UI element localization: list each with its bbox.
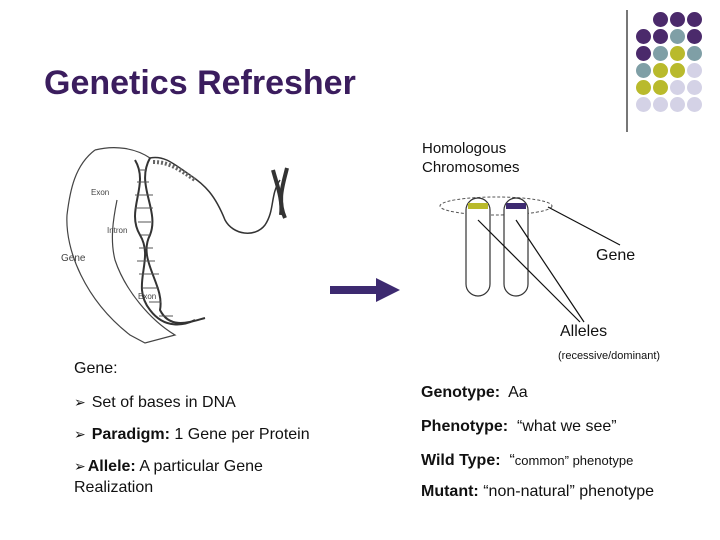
decorative-dot: [653, 97, 668, 112]
gene-locus-ellipse: [439, 196, 553, 216]
allele-text: A particular Gene: [135, 458, 263, 475]
homologous-label-text: Homologous Chromosomes: [422, 140, 520, 176]
decorative-dot: [653, 80, 668, 95]
allele-pointer-right: [515, 219, 585, 323]
mutant-term: Mutant:: [421, 483, 479, 500]
bullet-set-of-bases: ➢ Set of bases in DNA: [74, 394, 236, 412]
gene-outline: [66, 149, 177, 344]
helix-rungs: [135, 169, 173, 317]
decorative-dot: [670, 12, 685, 27]
decorative-dot: [636, 97, 651, 112]
decorative-dot: [636, 63, 651, 78]
arrow-bullet-icon: ➢: [74, 458, 86, 474]
phenotype-line: Phenotype: “what we see”: [421, 418, 617, 436]
gene-outline-top: [94, 147, 151, 159]
dna-chromosome-illustration: [66, 147, 289, 344]
homologous-chromosomes-diagram: [439, 196, 621, 323]
decorative-dot: [636, 29, 651, 44]
bullet-allele: ➢Allele: A particular Gene: [74, 458, 263, 476]
slide-title: Genetics Refresher: [44, 64, 356, 102]
gene-pointer-line: [547, 206, 621, 246]
decorative-dot: [636, 80, 651, 95]
dna-label-intron: Intron: [107, 226, 128, 235]
alleles-label: Alleles: [560, 323, 608, 340]
arrow-bullet-icon: ➢: [74, 394, 86, 410]
phenotype-term: Phenotype:: [421, 418, 509, 435]
dna-label-exon-bottom: Exon: [138, 292, 157, 301]
decorative-dot: [687, 46, 702, 61]
paradigm-term: Paradigm:: [91, 426, 170, 443]
decorative-dot: [653, 12, 668, 27]
genotype-value: Aa: [500, 384, 528, 401]
decorative-dot: [670, 97, 685, 112]
dna-label-gene: Gene: [61, 253, 86, 264]
decorative-dot: [653, 63, 668, 78]
genotype-term: Genotype:: [421, 384, 501, 401]
chromosome-left: [465, 197, 491, 297]
genotype-line: Genotype: Aa: [421, 384, 528, 402]
dna-coil-path: [149, 156, 281, 234]
mutant-line: Mutant: “non-natural” phenotype: [421, 483, 654, 501]
decorative-dot: [670, 63, 685, 78]
decorative-dot: [670, 29, 685, 44]
recessive-dominant-label: (recessive/dominant): [558, 350, 661, 362]
decorative-dot: [687, 12, 702, 27]
decorative-dot: [687, 63, 702, 78]
dna-label-exon-top: Exon: [91, 188, 110, 197]
allele-band-left: [468, 203, 488, 209]
bullet-text: Set of bases in DNA: [91, 394, 236, 411]
decorative-dot: [653, 29, 668, 44]
wildtype-value-c: ” phenotype: [564, 453, 634, 468]
allele-term: Allele:: [87, 458, 136, 475]
decorative-dot: [670, 46, 685, 61]
arrow-bullet-icon: ➢: [74, 426, 86, 442]
allele-continuation: Realization: [74, 479, 154, 496]
chromosome-right: [503, 197, 529, 297]
decorative-divider-line: [626, 10, 628, 132]
decorative-dot: [636, 46, 651, 61]
wildtype-value-a: “: [500, 452, 515, 469]
wildtype-term: Wild Type:: [421, 452, 501, 469]
bullet-paradigm: ➢ Paradigm: 1 Gene per Protein: [74, 426, 310, 444]
phenotype-value: “what we see”: [508, 418, 617, 435]
dna-coil-texture: [152, 160, 197, 182]
right-arrow-icon: [330, 278, 400, 302]
small-chromosome-arm-b: [279, 167, 289, 219]
mutant-value: “non-natural” phenotype: [478, 483, 654, 500]
wildtype-value-b: common: [514, 453, 565, 468]
homologous-chromosomes-label: Homologous Chromosomes: [422, 139, 520, 177]
gene-label: Gene: [596, 247, 636, 264]
gene-heading: Gene:: [74, 360, 118, 377]
decorative-dot: [687, 29, 702, 44]
decorative-dot: [687, 80, 702, 95]
wildtype-line: Wild Type: “common” phenotype: [421, 452, 633, 470]
paradigm-text: 1 Gene per Protein: [169, 426, 310, 443]
decorative-dot: [687, 97, 702, 112]
decorative-dot: [653, 46, 668, 61]
decorative-dot: [670, 80, 685, 95]
allele-pointer-left: [477, 219, 581, 323]
allele-band-right: [506, 203, 526, 209]
